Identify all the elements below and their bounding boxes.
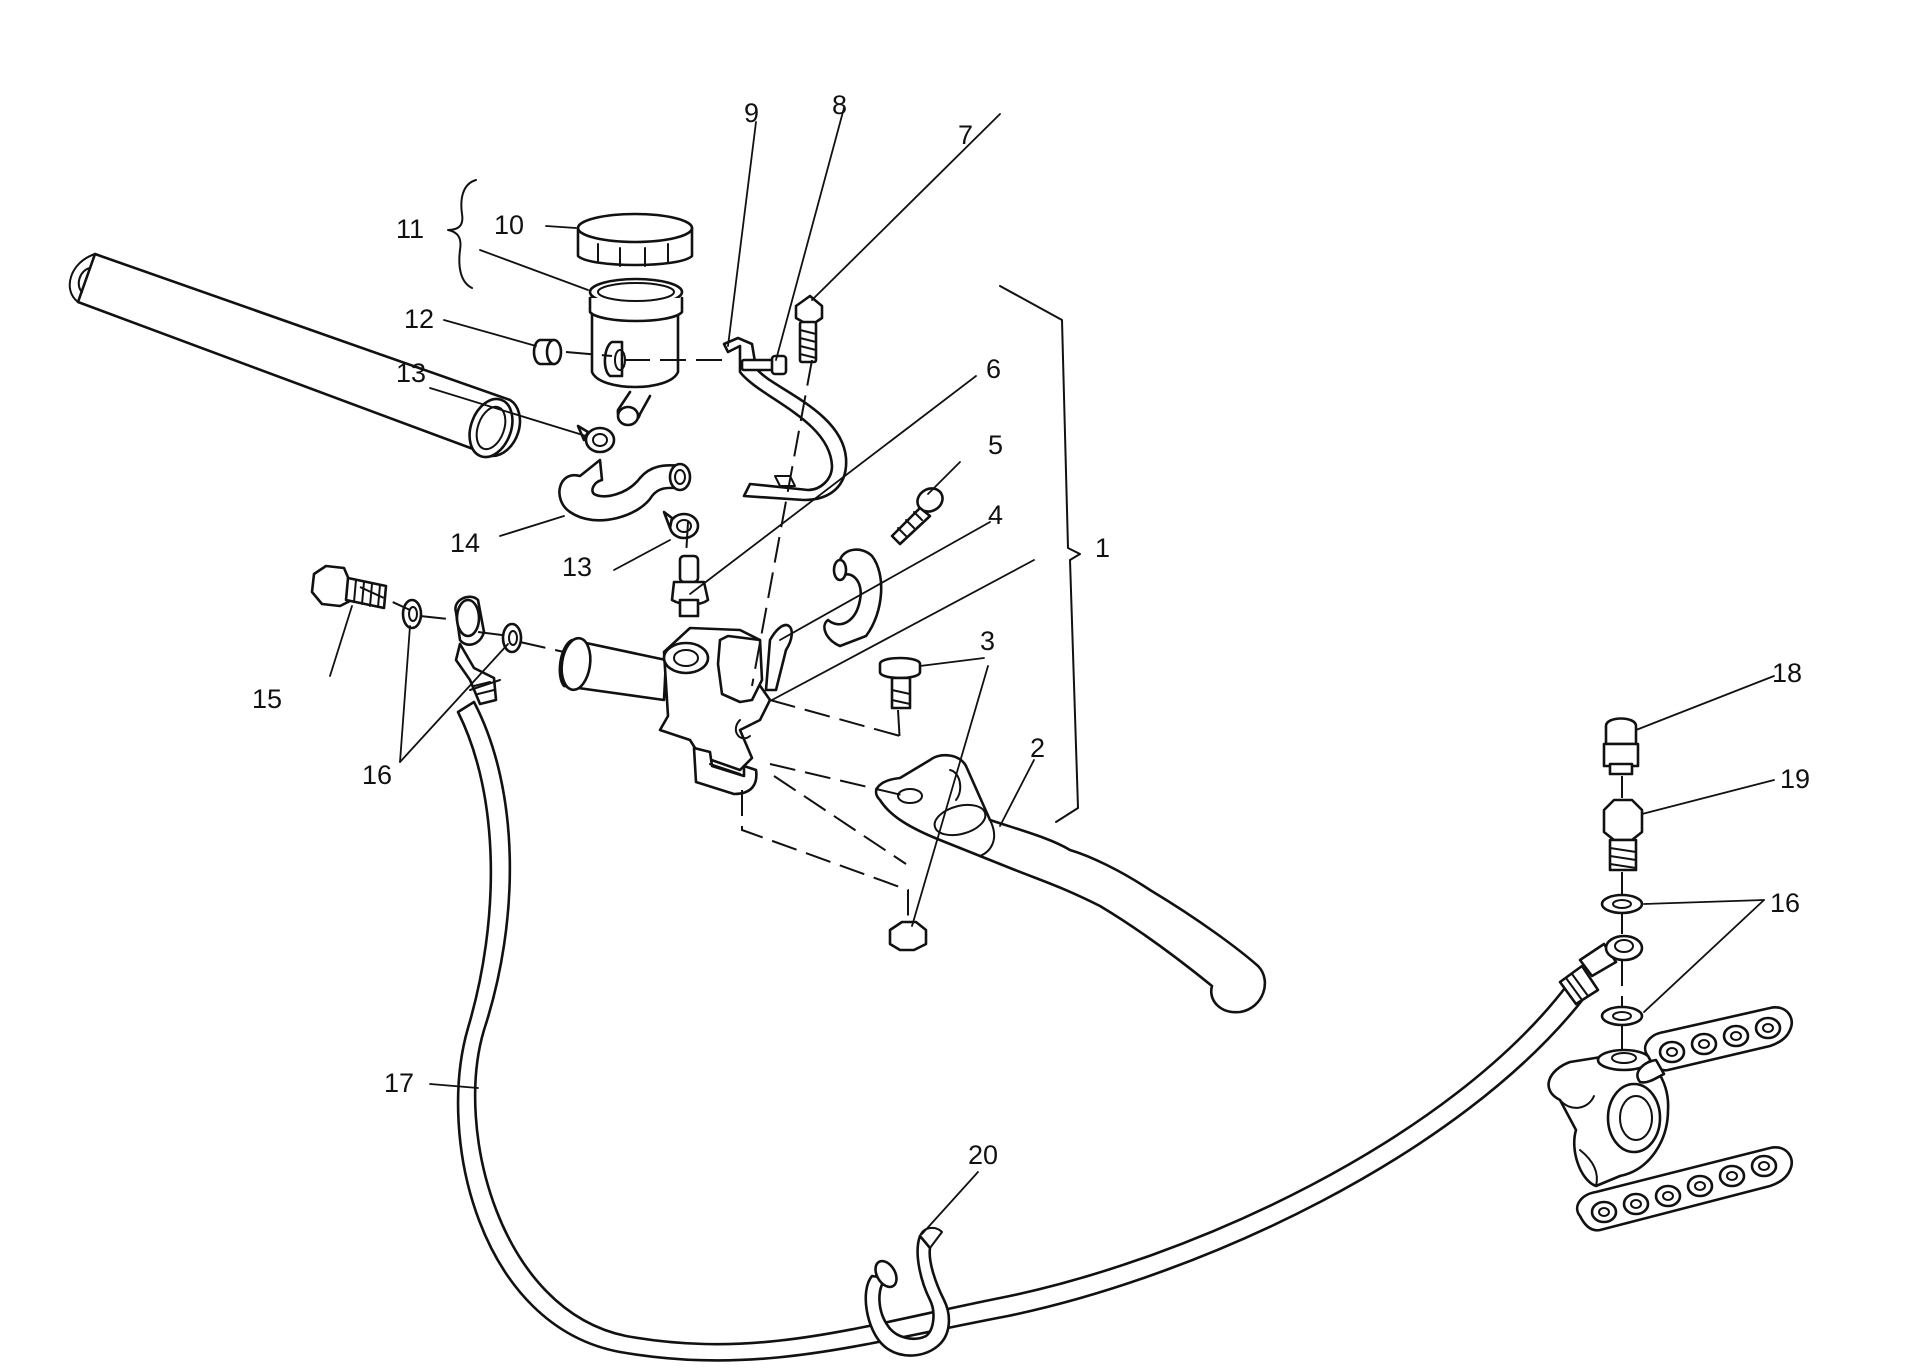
callout-13-upper: 13 [396, 358, 426, 388]
reservoir-cap [576, 212, 694, 267]
drive-chain-lower [1575, 1146, 1793, 1232]
clamp-screw [890, 487, 944, 546]
clutch-lever [874, 753, 1267, 1014]
brace-assembly-1 [999, 285, 1081, 823]
callout-8: 8 [832, 90, 847, 120]
hose-banjo-fitting-left [454, 595, 498, 706]
callout-9: 9 [744, 98, 759, 128]
callout-7: 7 [958, 120, 973, 150]
hose-clip-lower [662, 510, 700, 540]
reservoir-bracket [722, 336, 848, 502]
callout-15: 15 [252, 684, 282, 714]
lever-pivot-nut [888, 920, 928, 952]
callout-11: 11 [396, 214, 424, 244]
sealing-washer-right-1 [1600, 893, 1644, 915]
callout-5: 5 [988, 430, 1003, 460]
handlebar-tube [68, 252, 522, 459]
leader-lines [329, 107, 1775, 1235]
clutch-hose [456, 679, 1586, 1362]
callout-12: 12 [404, 304, 434, 334]
hose-end-fitting-right [1558, 934, 1644, 1006]
fluid-reservoir [588, 277, 684, 427]
callout-17: 17 [384, 1068, 414, 1098]
callout-4: 4 [988, 500, 1003, 530]
reservoir-hose [558, 458, 692, 522]
bleed-nipple [1602, 717, 1640, 776]
banjo-bolt [310, 564, 388, 610]
callout-6: 6 [986, 354, 1001, 384]
hose-clip-upper [576, 424, 616, 454]
clutch-slave-cylinder [1547, 1048, 1670, 1188]
callout-20: 20 [968, 1140, 998, 1170]
callout-13-lower: 13 [562, 552, 592, 582]
callout-18: 18 [1772, 658, 1802, 688]
callout-14: 14 [450, 528, 480, 558]
callout-labels: 1 2 3 4 5 6 7 8 9 10 11 12 13 13 14 15 1… [252, 90, 1810, 1170]
reservoir-screw [532, 338, 563, 366]
callout-3: 3 [980, 626, 995, 656]
hose-guide-clip [864, 1226, 951, 1357]
brace-assembly-11 [447, 179, 477, 289]
callout-16-left: 16 [362, 760, 392, 790]
lever-clamp [823, 548, 883, 648]
drive-chain-upper [1636, 1006, 1793, 1084]
callout-16-right: 16 [1770, 888, 1800, 918]
callout-10: 10 [494, 210, 524, 240]
master-cylinder-body [558, 623, 793, 796]
callout-19: 19 [1780, 764, 1810, 794]
reservoir-fitting [670, 554, 710, 618]
adapter-fitting [1602, 798, 1644, 872]
bracket-screw [740, 354, 788, 376]
bracket-bolt [794, 294, 824, 364]
sealing-washer-left-1 [401, 598, 423, 630]
alignment-lines [359, 351, 1623, 1050]
sealing-washer-right-2 [1600, 1005, 1644, 1027]
lever-pivot-bolt [878, 656, 922, 710]
callout-2: 2 [1030, 733, 1045, 763]
callout-1: 1 [1095, 533, 1110, 563]
